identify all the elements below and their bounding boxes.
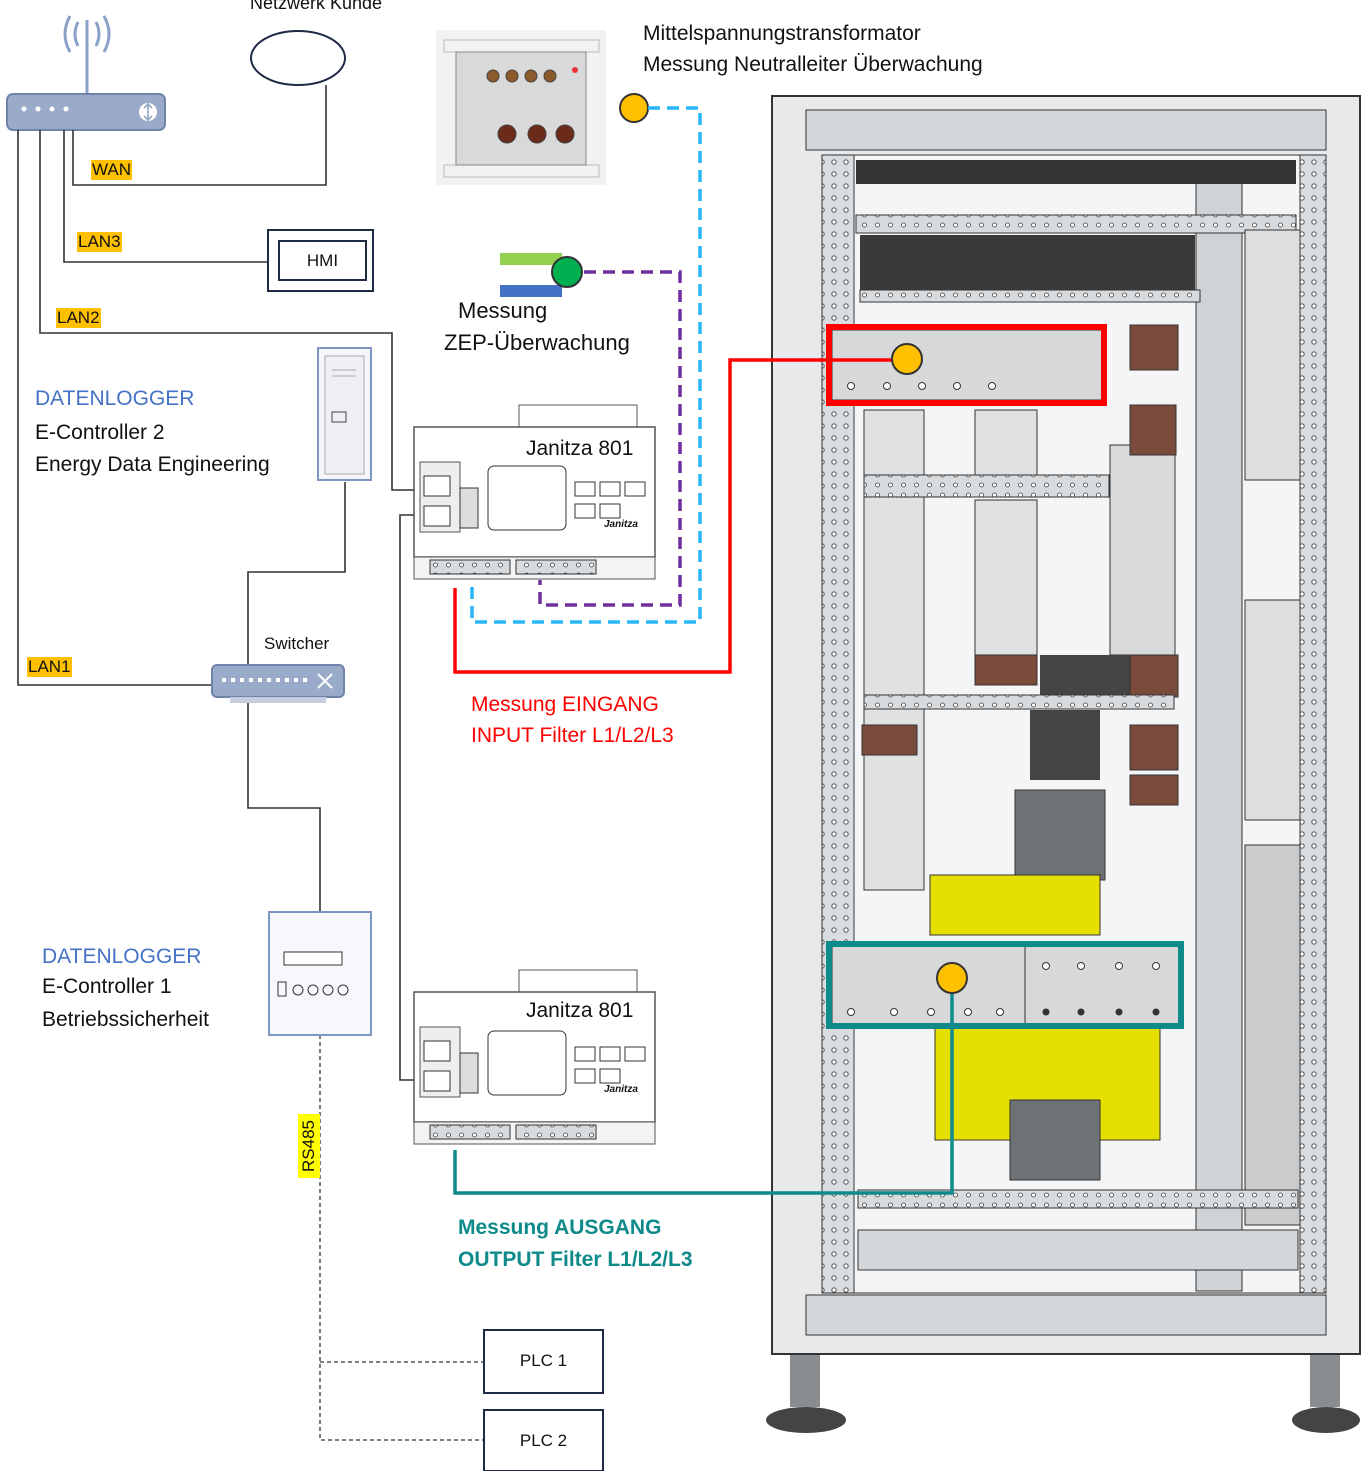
datalogger1-title: DATENLOGGER <box>42 945 202 968</box>
hmi-box: HMI <box>278 240 367 281</box>
e-controller-2-device <box>317 347 372 481</box>
plc-2-label: PLC 2 <box>519 1431 568 1450</box>
datalogger2-line1: E-Controller 2 <box>35 421 165 444</box>
router <box>6 15 166 131</box>
e-controller-1-device <box>268 911 372 1036</box>
wan-tag: WAN <box>91 160 133 180</box>
medium-voltage-transformer <box>436 30 649 185</box>
network-cables <box>17 85 424 1081</box>
datalogger2-line2: Energy Data Engineering <box>35 453 270 476</box>
zep-label-1: Messung <box>458 298 548 323</box>
janitza-top-label: Janitza 801 <box>526 437 634 460</box>
janitza-801-bottom-device <box>413 969 656 1145</box>
output-measurement-point <box>936 962 968 994</box>
janitza-top-brand: Janitza <box>604 519 638 530</box>
transformer-title: Mittelspannungstransformator <box>643 22 921 45</box>
input-measurement-frame <box>826 324 1107 406</box>
lan3-tag: LAN3 <box>77 232 122 252</box>
output-measure-line <box>453 983 954 1195</box>
input-measure-line1: Messung EINGANG <box>471 693 659 716</box>
transformer-measure-line <box>470 106 702 624</box>
zep-sensor <box>500 253 583 297</box>
datalogger1-line2: Betriebssicherheit <box>42 1008 209 1031</box>
input-measurement-point <box>891 343 923 375</box>
plc-2-frame <box>483 1409 604 1471</box>
customer-network-label: Netzwerk Kunde <box>250 0 383 13</box>
network-switch <box>211 664 345 703</box>
janitza-801-top-device <box>413 404 656 580</box>
filter-cabinet <box>766 95 1361 1433</box>
zep-measure-line <box>538 270 682 607</box>
switcher-label: Switcher <box>264 634 330 653</box>
datalogger1-line1: E-Controller 1 <box>42 975 172 998</box>
customer-network-cloud <box>250 30 346 86</box>
janitza-bottom-brand: Janitza <box>604 1084 638 1095</box>
output-measure-line2: OUTPUT Filter L1/L2/L3 <box>458 1248 693 1271</box>
rs485-tag: RS485 <box>298 1114 320 1178</box>
plc-1-label: PLC 1 <box>519 1351 568 1370</box>
output-measurement-frame <box>826 941 1184 1029</box>
janitza-bottom-label: Janitza 801 <box>526 999 634 1022</box>
datalogger2-title: DATENLOGGER <box>35 387 195 410</box>
input-measure-line <box>453 358 895 674</box>
plc-1-frame <box>483 1329 604 1394</box>
input-measure-line2: INPUT Filter L1/L2/L3 <box>471 724 674 747</box>
output-measure-line1: Messung AUSGANG <box>458 1216 662 1239</box>
transformer-subtitle: Messung Neutralleiter Überwachung <box>643 53 983 76</box>
rs485-bus <box>319 1035 484 1441</box>
zep-label-2: ZEP-Überwachung <box>444 330 630 355</box>
lan1-tag: LAN1 <box>27 657 72 677</box>
lan2-tag: LAN2 <box>56 308 101 328</box>
